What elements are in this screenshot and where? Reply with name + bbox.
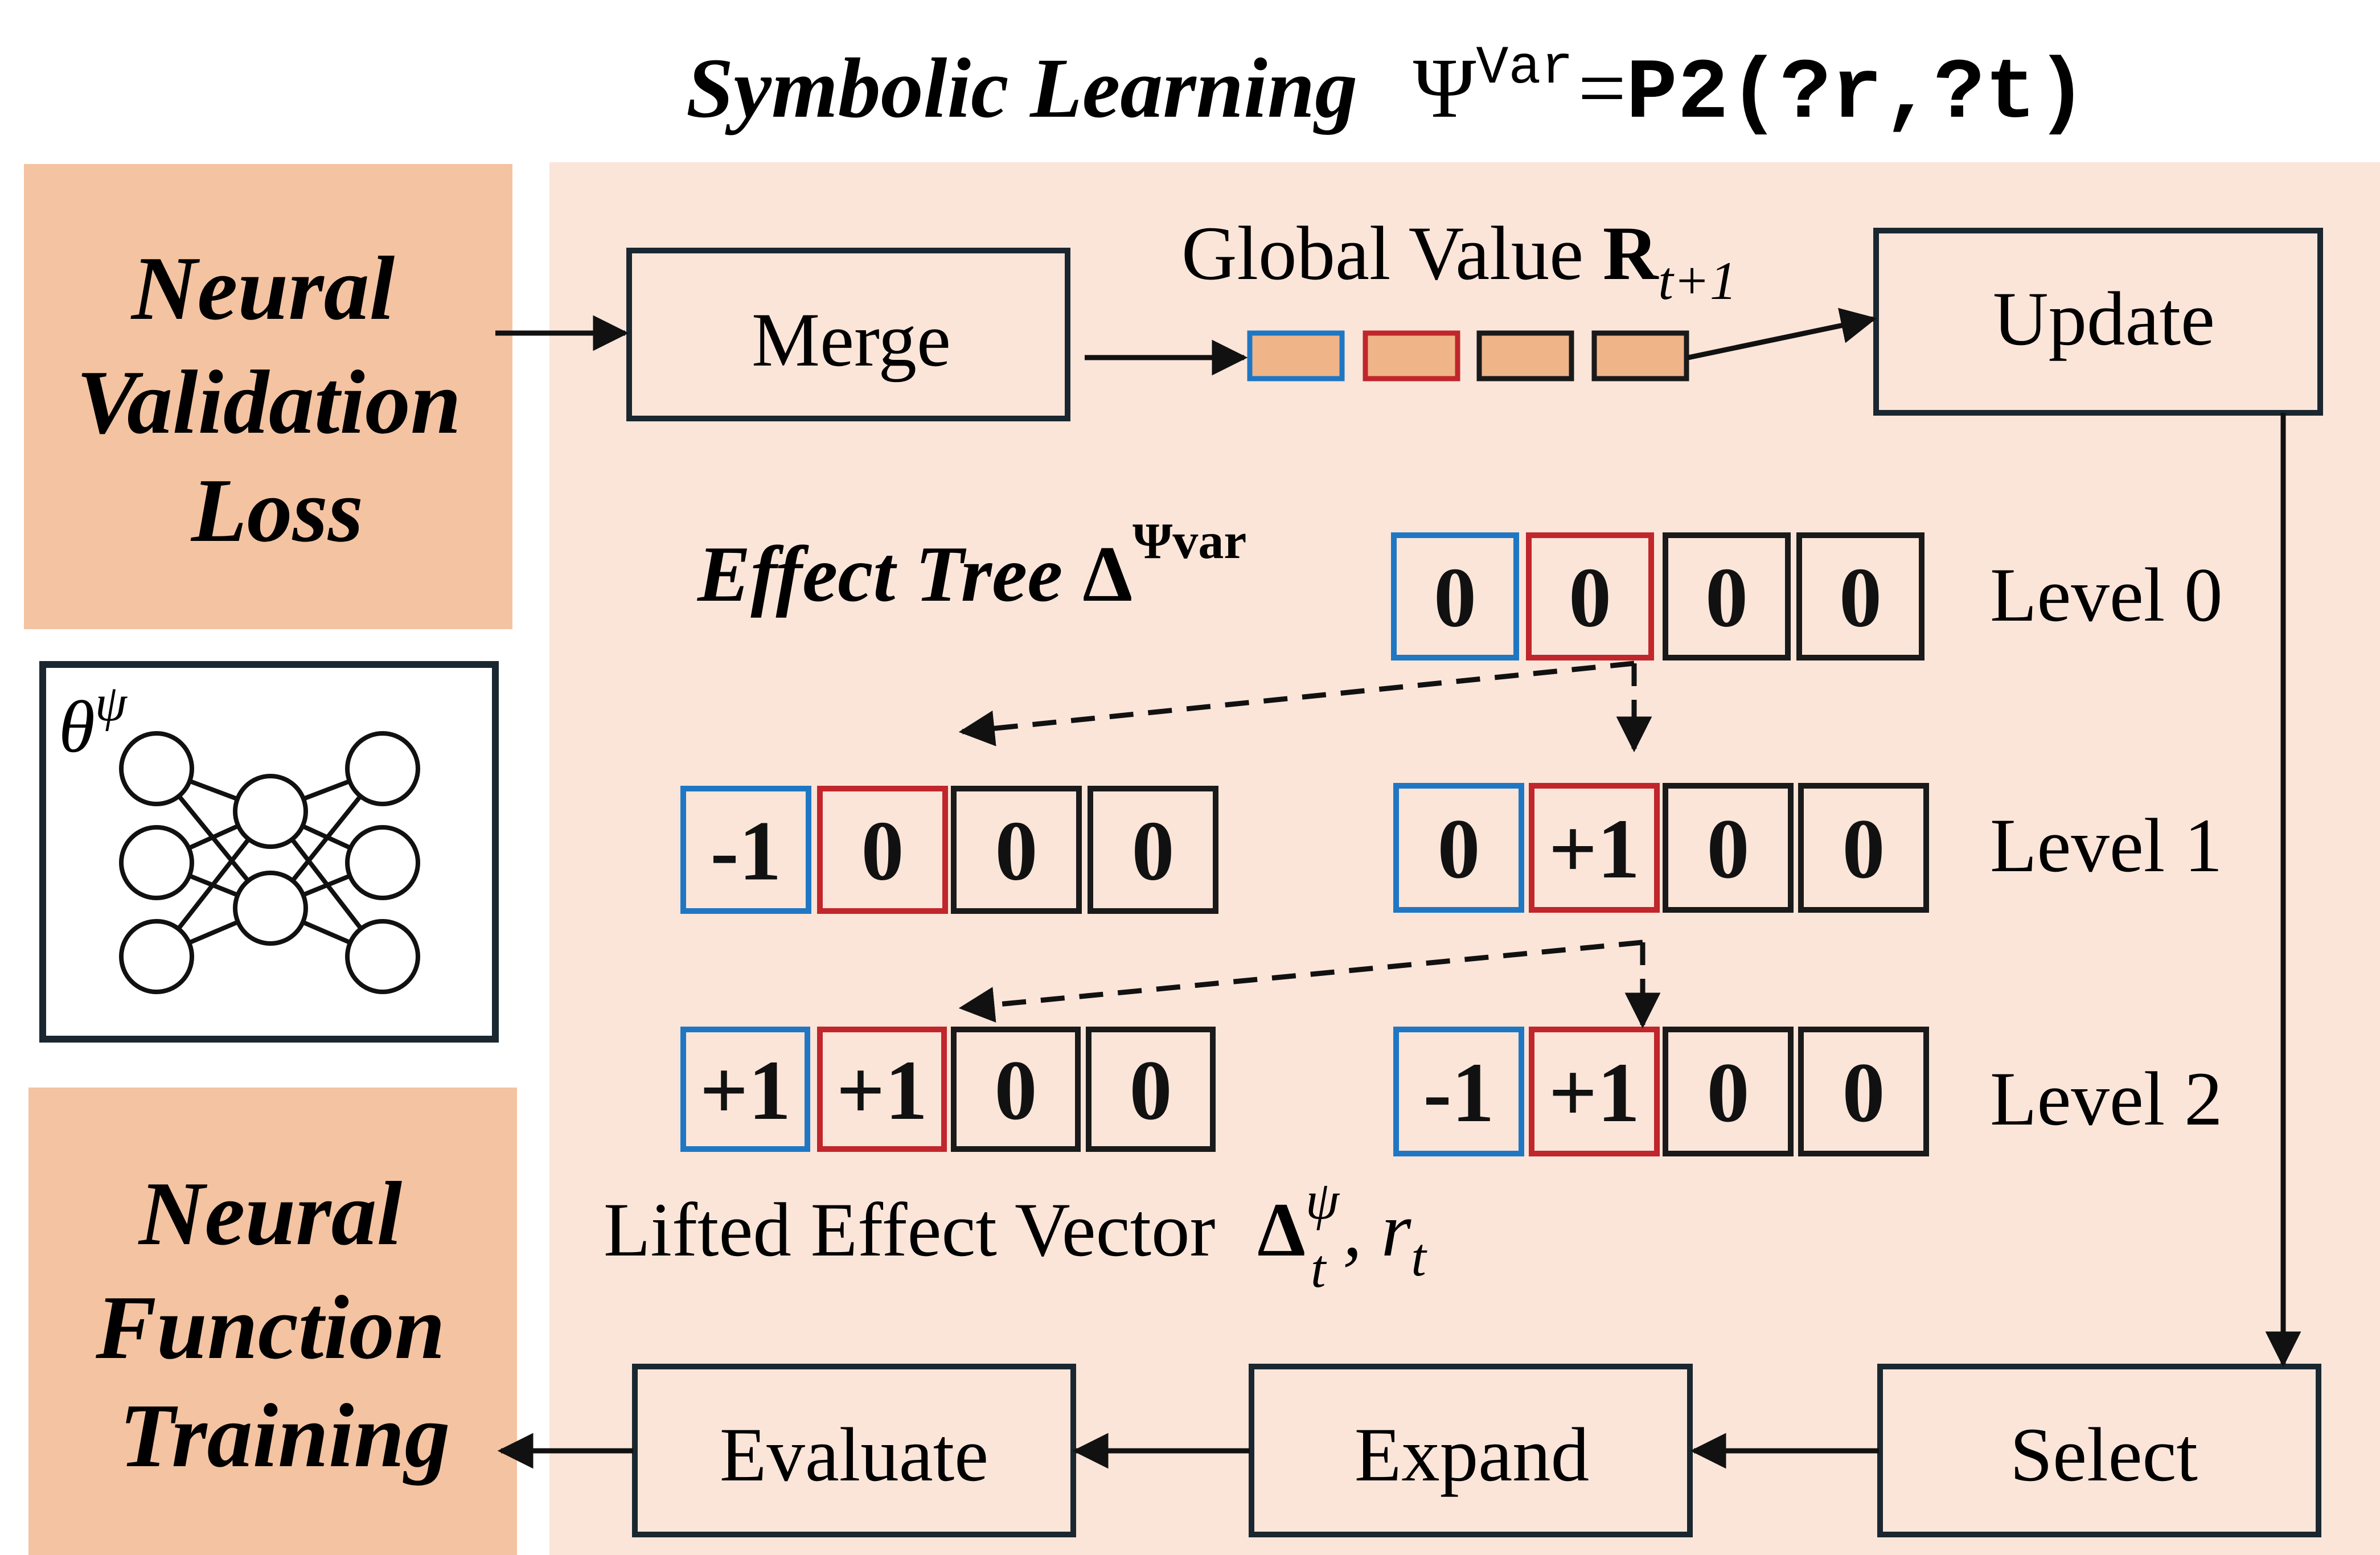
evaluate-label: Evaluate bbox=[720, 1413, 988, 1497]
neural-validation-loss-panel bbox=[24, 164, 512, 629]
flow-arrows bbox=[495, 307, 2301, 1469]
vector-cell bbox=[1663, 783, 1794, 913]
vector-cell bbox=[1393, 1027, 1524, 1156]
vector-cell bbox=[680, 786, 811, 914]
expand-box: Expand bbox=[1249, 1364, 1693, 1537]
arrow-global-to-update bbox=[1688, 307, 1877, 360]
select-label: Select bbox=[2010, 1413, 2198, 1497]
vector-cell-value: 0 bbox=[1569, 551, 1611, 645]
vector-cell-value: 0 bbox=[1707, 1045, 1750, 1140]
global-chip-1 bbox=[1247, 330, 1345, 381]
vector-cell-value: -1 bbox=[1423, 1045, 1495, 1140]
vector-cell-value: +1 bbox=[1549, 802, 1640, 896]
expand-label: Expand bbox=[1355, 1413, 1589, 1497]
evaluate-box: Evaluate bbox=[632, 1364, 1076, 1537]
vector-cell bbox=[1796, 532, 1924, 660]
effect-tree-label: Effect Tree ΔΨvar bbox=[696, 513, 1246, 618]
global-chip-2 bbox=[1363, 330, 1460, 381]
merge-label: Merge bbox=[752, 298, 951, 383]
level-2-label: Level 2 bbox=[1990, 1057, 2223, 1142]
vector-cell-value: 0 bbox=[1705, 551, 1748, 645]
vector-cell bbox=[817, 1027, 947, 1152]
vector-cell bbox=[817, 786, 948, 914]
neural-validation-loss-label: Neural Validation Loss bbox=[76, 237, 484, 561]
select-box: Select bbox=[1877, 1364, 2321, 1537]
global-chip-3 bbox=[1476, 330, 1574, 381]
neural-function-training-panel bbox=[28, 1088, 517, 1555]
vector-cell-value: 0 bbox=[861, 804, 904, 898]
vector-cell-value: +1 bbox=[1549, 1045, 1640, 1140]
vector-cell-value: +1 bbox=[836, 1043, 928, 1138]
vector-cell bbox=[1391, 532, 1519, 660]
vector-cell bbox=[1393, 783, 1524, 913]
title: Symbolic Learning ΨVar=P2(?r,?t) bbox=[686, 38, 2087, 143]
vector-cell bbox=[1663, 1027, 1794, 1156]
global-chip-4 bbox=[1591, 330, 1689, 381]
update-box: Update bbox=[1873, 228, 2323, 416]
global-value-vector bbox=[1247, 330, 1689, 381]
vector-cell-value: 0 bbox=[1843, 1045, 1885, 1140]
vector-cell-value: 0 bbox=[995, 1043, 1037, 1138]
level-0-label: Level 0 bbox=[1990, 553, 2223, 638]
neural-network-icon bbox=[119, 731, 420, 994]
vector-cell-value: 0 bbox=[1707, 802, 1750, 896]
vector-cell-value: 0 bbox=[1839, 551, 1882, 645]
vector-cell-value: +1 bbox=[700, 1043, 791, 1138]
network-theta-label: θψ bbox=[59, 675, 128, 768]
vector-cell-value: 0 bbox=[1130, 1043, 1172, 1138]
vector-cell bbox=[1529, 783, 1660, 913]
vector-cell bbox=[680, 1027, 810, 1152]
vector-cell bbox=[1086, 1027, 1216, 1152]
vector-cell-value: 0 bbox=[1434, 551, 1476, 645]
vector-cell bbox=[1088, 786, 1218, 914]
vector-cell-value: 0 bbox=[1438, 802, 1480, 896]
vector-cell-value: 0 bbox=[1843, 802, 1885, 896]
vector-cell bbox=[1798, 1027, 1929, 1156]
vector-cell bbox=[951, 786, 1082, 914]
neural-network-box bbox=[39, 661, 499, 1043]
vector-cell bbox=[1663, 532, 1791, 660]
global-value-label: Global Value Rt+1 bbox=[1181, 211, 1737, 311]
level-1-label: Level 1 bbox=[1990, 803, 2223, 888]
update-label: Update bbox=[1993, 277, 2215, 362]
vector-cell bbox=[1798, 783, 1929, 913]
tree-dashed-arrows bbox=[958, 660, 1661, 1029]
dash-level0-to-level1-left bbox=[958, 660, 1635, 746]
vector-cell-value: 0 bbox=[995, 804, 1038, 898]
vector-cell bbox=[1529, 1027, 1660, 1156]
vector-cell-value: 0 bbox=[1132, 804, 1175, 898]
neural-function-training-label: Neural Function Training bbox=[95, 1163, 468, 1486]
vector-cell bbox=[951, 1027, 1081, 1152]
vector-cell bbox=[1526, 532, 1654, 660]
merge-box: Merge bbox=[626, 248, 1070, 421]
vector-cell-value: -1 bbox=[711, 804, 782, 898]
